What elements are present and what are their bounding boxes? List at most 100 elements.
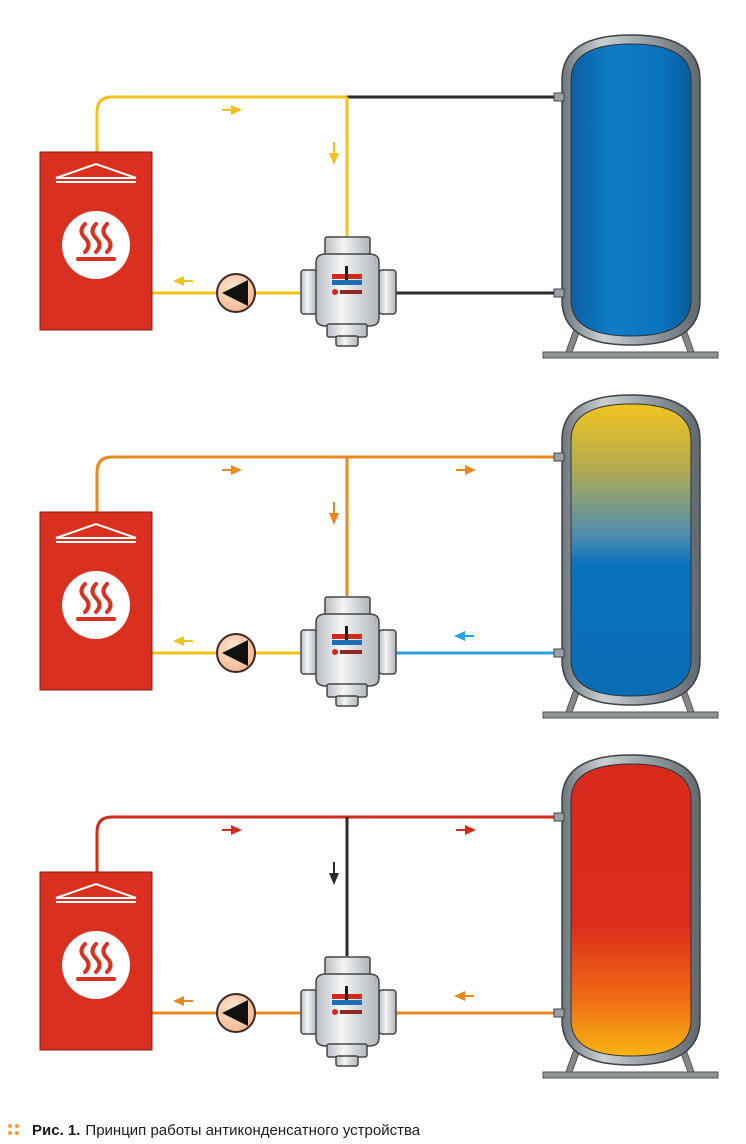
- heat-wave: [101, 942, 113, 974]
- bypass-flow-arrow: [329, 502, 339, 525]
- figure-caption: Рис. 1. Принцип работы антиконденсатного…: [8, 1119, 420, 1141]
- supply-flow-arrow: [222, 825, 242, 835]
- heat-wave: [90, 582, 102, 614]
- bypass-flow-arrow: [329, 862, 339, 885]
- boiler-vent: [55, 162, 137, 179]
- valve-indicator: [345, 626, 348, 640]
- tank-top-fitting: [553, 812, 565, 822]
- tank-top-fitting: [553, 92, 565, 102]
- valve-nut: [326, 323, 368, 338]
- valve-nut: [326, 683, 368, 698]
- heat-badge: [62, 211, 130, 279]
- tank-base: [542, 351, 719, 359]
- valve-left-port: [300, 989, 318, 1035]
- tank-bottom-fitting: [553, 288, 565, 298]
- heating-diagram: [39, 34, 719, 1079]
- storage-tank: [542, 754, 719, 1079]
- mixing-valve: [300, 956, 397, 1067]
- boiler-return-flow-arrow: [173, 276, 193, 286]
- boiler-return-flow-arrow-head: [173, 276, 184, 286]
- bypass-flow-arrow-head: [329, 513, 339, 525]
- valve-logo-text-mark: [340, 290, 362, 294]
- boiler-vent: [55, 882, 137, 899]
- scheme-stage-2-mixing: [39, 394, 719, 719]
- tank-return-flow-arrow: [454, 631, 474, 641]
- boiler: [39, 871, 153, 1051]
- valve-right-port: [378, 629, 397, 675]
- caption-bullet-icon: [8, 1124, 20, 1136]
- tank-return-flow-arrow: [454, 991, 474, 1001]
- circulation-pump: [216, 273, 256, 313]
- supply-flow-arrow: [222, 465, 242, 475]
- supply-flow-arrow-head: [231, 105, 242, 115]
- tank-return-flow-arrow-head: [454, 631, 465, 641]
- boiler-return-flow-arrow: [173, 996, 193, 1006]
- tank-bottom-fitting: [553, 1008, 565, 1018]
- heat-waves-icon: [76, 222, 116, 261]
- tank-contents: [570, 763, 692, 1057]
- valve-indicator: [345, 266, 348, 280]
- heat-wave: [79, 942, 91, 974]
- heat-wave: [90, 222, 102, 254]
- tank-inlet-flow-arrow: [456, 465, 476, 475]
- pump-triangle-icon: [222, 280, 248, 306]
- valve-indicator: [345, 986, 348, 1000]
- bypass-flow-arrow-head: [329, 873, 339, 885]
- storage-tank: [542, 34, 719, 359]
- scheme-stage-3-full-charge: [39, 754, 719, 1079]
- boiler-return-flow-arrow: [173, 636, 193, 646]
- heat-wave: [79, 582, 91, 614]
- supply-pipe: [95, 95, 347, 152]
- valve-logo-icon: [332, 1009, 338, 1015]
- valve-top-cap: [324, 596, 371, 616]
- bypass-flow-arrow-head: [329, 153, 339, 165]
- heat-waves-icon: [76, 582, 116, 621]
- heat-wave: [79, 222, 91, 254]
- valve-blue-stripe: [332, 1000, 362, 1005]
- valve-right-port: [378, 989, 397, 1035]
- valve-bottom-cap: [335, 695, 359, 707]
- boiler: [39, 511, 153, 691]
- supply-pipe: [95, 455, 347, 512]
- valve-logo-text-mark: [340, 1010, 362, 1014]
- heat-badge: [62, 931, 130, 999]
- tank-inlet-flow-arrow: [456, 825, 476, 835]
- valve-left-port: [300, 269, 318, 315]
- boiler: [39, 151, 153, 331]
- valve-left-port: [300, 629, 318, 675]
- valve-right-port: [378, 269, 397, 315]
- valve-bottom-cap: [335, 335, 359, 347]
- valve-blue-stripe: [332, 640, 362, 645]
- bypass-flow-arrow: [329, 142, 339, 165]
- tank-base: [542, 1071, 719, 1079]
- valve-logo-icon: [332, 649, 338, 655]
- scheme-stage-1-boiler-warm-up: [39, 34, 719, 359]
- pump-triangle-icon: [222, 640, 248, 666]
- supply-pipe: [95, 815, 347, 872]
- tank-return-flow-arrow-head: [454, 991, 465, 1001]
- valve-nut: [326, 1043, 368, 1058]
- storage-tank: [542, 394, 719, 719]
- supply-flow-arrow-head: [231, 465, 242, 475]
- heat-wave: [101, 582, 113, 614]
- caption-text: Принцип работы антиконденсатного устройс…: [85, 1121, 421, 1139]
- pump-triangle-icon: [222, 1000, 248, 1026]
- valve-logo-icon: [332, 289, 338, 295]
- tank-contents: [570, 43, 692, 337]
- valve-logo-text-mark: [340, 650, 362, 654]
- circulation-pump: [216, 993, 256, 1033]
- valve-top-cap: [324, 956, 371, 976]
- tank-inlet-flow-arrow-head: [465, 825, 476, 835]
- circulation-pump: [216, 633, 256, 673]
- valve-top-cap: [324, 236, 371, 256]
- valve-bottom-cap: [335, 1055, 359, 1067]
- caption-figure-number: Рис. 1.: [32, 1121, 81, 1139]
- mixing-valve: [300, 236, 397, 347]
- heat-wave: [90, 942, 102, 974]
- mixing-valve: [300, 596, 397, 707]
- supply-flow-arrow-head: [231, 825, 242, 835]
- heat-waves-icon: [76, 942, 116, 981]
- boiler-return-flow-arrow-head: [173, 996, 184, 1006]
- tank-contents: [570, 403, 692, 697]
- boiler-return-flow-arrow-head: [173, 636, 184, 646]
